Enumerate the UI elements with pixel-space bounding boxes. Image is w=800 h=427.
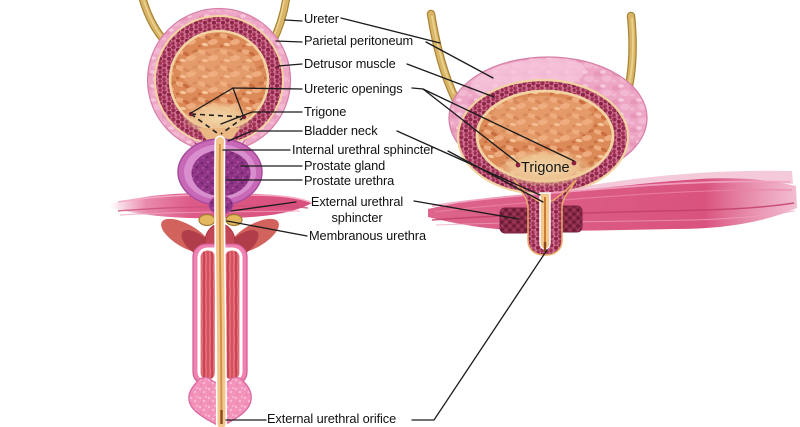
label-ureter: Ureter <box>304 11 339 26</box>
ureteric-opening-left-dot-right-panel <box>515 162 521 168</box>
leader-detrusor-left <box>277 63 303 67</box>
leader-ureter-right <box>340 17 441 44</box>
left-ureter-left-tube <box>139 0 167 43</box>
leader-external-sphincter-right <box>413 200 520 220</box>
corpus-column-right <box>223 249 241 381</box>
ureteric-opening-right-dot-right-panel <box>571 160 577 166</box>
leader-parietal-left <box>275 40 303 43</box>
leader-ureter-left <box>284 19 303 22</box>
leader-trigone-left <box>220 111 303 125</box>
label-external-urethral-orifice: External urethral orifice <box>267 411 397 426</box>
label-trigone: Trigone <box>304 104 347 119</box>
label-internal-urethral-sphincter: Internal urethral sphincter <box>292 142 435 157</box>
left-urethra <box>214 135 227 427</box>
trigone-region <box>182 101 254 135</box>
label-ureteric-openings: Ureteric openings <box>304 81 403 96</box>
trigone-dashed-outline <box>190 113 245 135</box>
leader-parietal-right <box>425 41 494 79</box>
leader-bladder-neck-left <box>227 130 303 142</box>
right-pelvic-floor-muscle <box>428 170 797 234</box>
label-trigone-bladder-interior: Trigone <box>521 160 570 176</box>
label-external-urethral-sphincter: External urethral sphincter <box>310 194 404 225</box>
external-urethral-sphincter-left-patch <box>499 207 531 234</box>
leader-ureteric-left-2 <box>232 87 244 116</box>
leader-membranous-urethra <box>226 220 308 237</box>
label-bladder-neck: Bladder neck <box>304 123 378 138</box>
label-prostate-urethra: Prostate urethra <box>304 173 395 188</box>
right-panel-bladder-section <box>426 9 797 256</box>
label-parietal-peritoneum: Parietal peritoneum <box>304 33 414 48</box>
right-urethra-tube <box>513 179 577 256</box>
leader-ureteric-right-2 <box>422 88 575 162</box>
label-prostate-gland: Prostate gland <box>304 158 386 173</box>
left-panel-urinary-tract <box>110 0 312 427</box>
leader-orifice-right <box>411 249 548 421</box>
leader-detrusor-right <box>406 63 495 98</box>
corpus-column-left <box>199 249 217 381</box>
label-detrusor-muscle: Detrusor muscle <box>304 56 396 71</box>
leader-external-sphincter-left <box>230 201 297 212</box>
leader-bladder-neck-right <box>396 130 541 196</box>
leader-lines <box>190 17 575 421</box>
leader-internal-sphincter-right <box>447 150 544 203</box>
label-membranous-urethra: Membranous urethra <box>309 228 426 243</box>
